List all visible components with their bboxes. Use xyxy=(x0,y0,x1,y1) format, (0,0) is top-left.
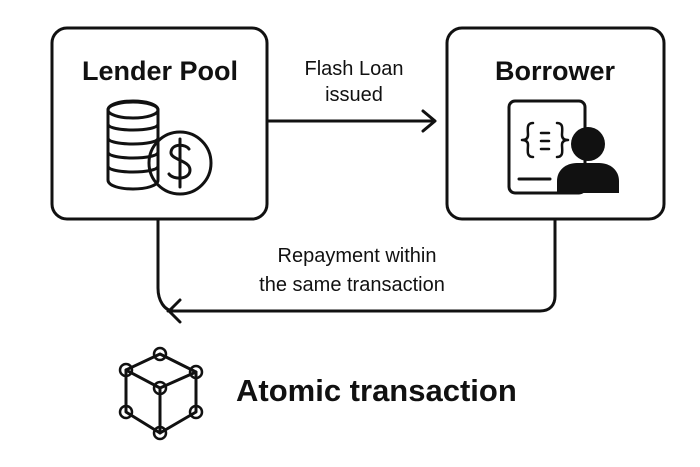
atomic-transaction-footer: Atomic transaction xyxy=(118,346,517,441)
flash-loan-label-line2: issued xyxy=(325,84,383,106)
coins-dollar-icon xyxy=(106,99,213,196)
repayment-label-line1: Repayment within xyxy=(278,245,437,267)
repayment-label-line2: the same transaction xyxy=(259,274,445,296)
flash-loan-label-line1: Flash Loan xyxy=(305,58,404,80)
repayment-edge: Repayment within the same transaction xyxy=(156,217,557,324)
borrower-title: Borrower xyxy=(495,56,616,86)
borrower-node: Borrower xyxy=(445,26,666,221)
developer-code-person-icon xyxy=(507,99,619,195)
lender-pool-title: Lender Pool xyxy=(82,56,238,86)
flash-loan-edge: Flash Loan issued xyxy=(265,58,437,133)
cube-network-icon xyxy=(118,346,204,441)
lender-pool-node: Lender Pool xyxy=(50,26,269,221)
atomic-transaction-label: Atomic transaction xyxy=(236,373,517,408)
